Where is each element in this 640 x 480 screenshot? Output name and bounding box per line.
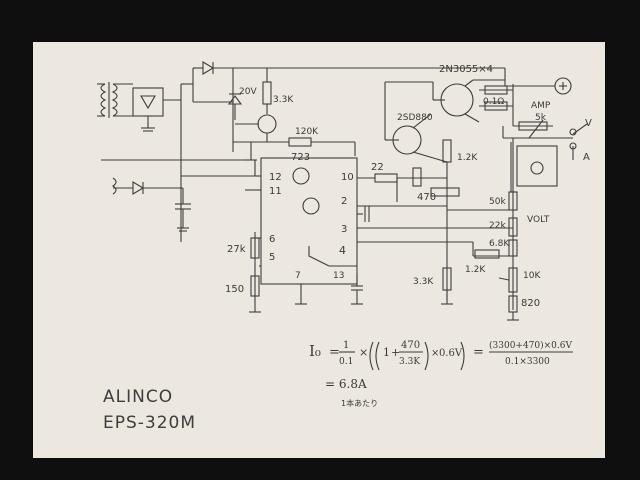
formula-470: 470 [401, 340, 420, 351]
label-1.2k-mid: 1.2K [457, 153, 478, 163]
resistor-22 [374, 173, 398, 183]
transformer [97, 82, 133, 118]
resistor-22k [508, 217, 518, 237]
resistor-470 [430, 187, 460, 197]
resistor-1.2k-bot [474, 249, 500, 259]
formula-eq-b: = [473, 345, 484, 360]
label-a: A [583, 152, 590, 163]
ic-723 [260, 157, 358, 285]
label-22: 22 [371, 162, 384, 173]
formula-note: 1本あたり [341, 398, 378, 408]
pin-4-label: 4 [339, 244, 346, 257]
label-50k: 50k [489, 197, 506, 207]
formula-rhs-den: 0.1×3300 [505, 357, 550, 367]
resistor-150 [250, 275, 260, 297]
ic-internal-transistor-a [292, 167, 310, 185]
formula-times-b: × [431, 348, 439, 359]
circuit-schematic: 2N3055×4 0.1Ω AMP 5k V A 20V 3.3K 120K 2… [97, 61, 592, 433]
svg-text:+: + [391, 346, 400, 359]
pin-2-label: 2 [341, 196, 347, 207]
diode-top [202, 61, 215, 75]
label-5k: 5k [535, 113, 547, 123]
diode-aux [132, 181, 145, 195]
resistor-120k [288, 137, 312, 147]
label-amp: AMP [531, 101, 551, 111]
sketch-paper: 2N3055×4 0.1Ω AMP 5k V A 20V 3.3K 120K 2… [33, 42, 605, 458]
transistor-2n3055 [440, 83, 474, 117]
formula-times: × [359, 346, 368, 359]
pin-6-label: 6 [269, 234, 275, 245]
label-723: 723 [291, 152, 310, 163]
pin-5-label: 5 [269, 252, 275, 263]
formula-eq: = [329, 345, 340, 360]
label-27k: 27k [227, 244, 246, 255]
resistor-3.3k-top [262, 81, 272, 105]
label-3.3k-bot: 3.3K [413, 277, 434, 287]
label-20v: 20V [239, 87, 257, 97]
label-470: 470 [417, 192, 436, 203]
pin-10-label: 10 [341, 172, 354, 183]
label-v: V [585, 118, 592, 129]
label-10k: 10K [523, 271, 541, 281]
label-0.1ohm: 0.1Ω [483, 97, 504, 107]
pin-13-label: 13 [333, 271, 344, 281]
formula-lhs: I₀ [309, 342, 321, 360]
label-6.8k: 6.8K [489, 239, 510, 249]
formula-rhs-num: (3300+470)×0.6V [489, 340, 573, 351]
resistor-0.1ohm-a [484, 85, 508, 95]
resistor-27k [250, 237, 260, 259]
label-820: 820 [521, 298, 540, 309]
pin-11-label: 11 [269, 186, 282, 197]
current-formula: I₀ = 1 0.1 × 1 + 470 3.3K × 0.6V = (3300… [309, 340, 573, 408]
formula-3.3k: 3.3K [399, 357, 420, 367]
output-positive-terminal [554, 77, 572, 95]
label-2n3055: 2N3055×4 [439, 64, 493, 75]
zener-diode [227, 93, 243, 120]
label-120k: 120K [295, 127, 319, 137]
label-2sd880: 2SD880 [397, 113, 433, 123]
formula-one: 1 [343, 340, 349, 351]
resistor-0.1ohm-b [484, 101, 508, 111]
model-title: EPS-320M [103, 413, 196, 433]
pin-12-label: 12 [269, 172, 282, 183]
formula-result: = 6.8A [325, 377, 367, 391]
label-1.2k-bot: 1.2K [465, 265, 486, 275]
amp-pot-5k [518, 121, 548, 131]
formula-tenth: 0.1 [339, 357, 353, 367]
pin-7-label: 7 [295, 271, 301, 281]
aux-transistor [257, 114, 277, 134]
pin-3-label: 3 [341, 224, 347, 235]
bridge-rectifier [132, 87, 181, 132]
brand-title: ALINCO [103, 387, 173, 407]
panel-meter [516, 145, 558, 187]
formula-one-b: 1 [383, 346, 390, 359]
formula-vbe: 0.6V [439, 348, 463, 359]
ic-internal-transistor-b [302, 197, 320, 215]
label-3.3k-top: 3.3K [273, 95, 294, 105]
label-22k: 22k [489, 221, 506, 231]
resistor-1.2k-mid [442, 139, 452, 163]
resistor-470-top [412, 167, 422, 187]
label-150: 150 [225, 284, 244, 295]
label-volt: VOLT [527, 215, 550, 225]
aux-winding [112, 177, 117, 195]
